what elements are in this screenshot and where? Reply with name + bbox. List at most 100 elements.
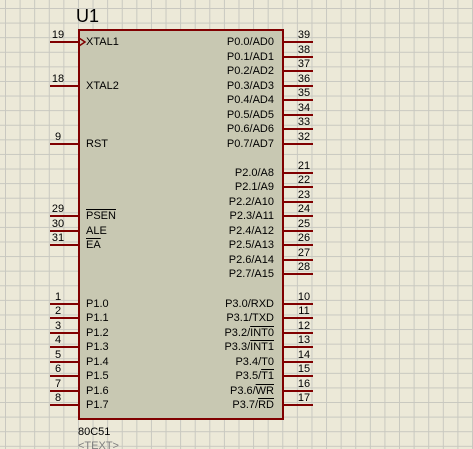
pin-5-number: 5 <box>54 349 62 361</box>
component-text-placeholder[interactable]: <TEXT> <box>78 440 119 449</box>
pin-11-number: 11 <box>298 305 310 317</box>
pin-11-line[interactable] <box>282 317 313 319</box>
component-body[interactable] <box>78 29 284 420</box>
pin-29-number: 29 <box>51 203 65 215</box>
pin-18-number: 18 <box>51 73 65 85</box>
pin-27-line[interactable] <box>282 259 313 261</box>
pin-3-line[interactable] <box>50 332 80 334</box>
pin-label-ale: ALE <box>86 225 107 237</box>
pin-4-line[interactable] <box>50 346 80 348</box>
pin-8-line[interactable] <box>50 404 80 406</box>
pin-21-number: 21 <box>297 160 311 172</box>
pin-6-line[interactable] <box>50 375 80 377</box>
pin-26-line[interactable] <box>282 244 313 246</box>
pin-label-p1-1: P1.1 <box>86 312 109 324</box>
pin-10-line[interactable] <box>282 303 313 305</box>
pin-21-line[interactable] <box>282 172 313 174</box>
component-part-name[interactable]: 80C51 <box>78 426 111 438</box>
pin-38-line[interactable] <box>282 56 313 58</box>
pin-label-xtal2: XTAL2 <box>86 80 119 92</box>
pin-label-p2-0-a8: P2.0/A8 <box>234 167 274 179</box>
pin-9-line[interactable] <box>50 143 80 145</box>
pin-2-line[interactable] <box>50 317 80 319</box>
pin-25-number: 25 <box>297 218 311 230</box>
pin-36-number: 36 <box>297 73 311 85</box>
pin-label-p3-6-wr: P3.6/WR <box>229 385 274 397</box>
pin-25-line[interactable] <box>282 230 313 232</box>
pin-label-p3-0-rxd: P3.0/RXD <box>225 298 274 310</box>
pin-35-number: 35 <box>297 87 311 99</box>
clock-input-icon <box>79 37 87 47</box>
pin-label-p0-2-ad2: P0.2/AD2 <box>226 65 274 77</box>
pin-label-p2-3-a11: P2.3/A11 <box>229 210 274 222</box>
pin-13-number: 13 <box>297 334 311 346</box>
pin-1-line[interactable] <box>50 303 80 305</box>
pin-18-line[interactable] <box>50 85 80 87</box>
pin-label-p1-5: P1.5 <box>86 370 109 382</box>
pin-39-number: 39 <box>297 29 311 41</box>
pin-label-p1-0: P1.0 <box>86 298 109 310</box>
pin-label-p1-2: P1.2 <box>86 327 109 339</box>
pin-37-line[interactable] <box>282 70 313 72</box>
pin-16-number: 16 <box>297 378 311 390</box>
pin-33-line[interactable] <box>282 128 313 130</box>
pin-24-line[interactable] <box>282 215 313 217</box>
pin-39-line[interactable] <box>282 41 313 43</box>
pin-19-line[interactable] <box>50 41 80 43</box>
pin-15-number: 15 <box>297 363 311 375</box>
pin-14-line[interactable] <box>282 361 313 363</box>
pin-label-p2-1-a9: P2.1/A9 <box>234 181 274 193</box>
pin-30-line[interactable] <box>50 230 80 232</box>
pin-12-number: 12 <box>297 320 311 332</box>
pin-7-number: 7 <box>54 378 62 390</box>
pin-36-line[interactable] <box>282 85 313 87</box>
pin-23-line[interactable] <box>282 201 313 203</box>
pin-34-number: 34 <box>297 102 311 114</box>
pin-32-number: 32 <box>297 131 311 143</box>
pin-33-number: 33 <box>297 116 311 128</box>
pin-5-line[interactable] <box>50 361 80 363</box>
pin-2-number: 2 <box>54 305 62 317</box>
pin-27-number: 27 <box>297 247 311 259</box>
pin-19-number: 19 <box>51 29 65 41</box>
pin-31-line[interactable] <box>50 244 80 246</box>
pin-label-p3-2-int0: P3.2/INT0 <box>224 327 274 339</box>
pin-label-p0-0-ad0: P0.0/AD0 <box>226 36 274 48</box>
pin-32-line[interactable] <box>282 143 313 145</box>
pin-29-line[interactable] <box>50 215 80 217</box>
pin-label-p3-4-t0: P3.4/T0 <box>235 356 274 368</box>
component-reference[interactable]: U1 <box>76 6 100 26</box>
pin-label-p2-7-a15: P2.7/A15 <box>228 268 274 280</box>
pin-label-p1-7: P1.7 <box>86 399 109 411</box>
pin-14-number: 14 <box>297 349 311 361</box>
pin-label-psen: PSEN <box>86 210 116 222</box>
pin-12-line[interactable] <box>282 332 313 334</box>
pin-13-line[interactable] <box>282 346 313 348</box>
pin-23-number: 23 <box>297 189 311 201</box>
pin-34-line[interactable] <box>282 114 313 116</box>
pin-15-line[interactable] <box>282 375 313 377</box>
pin-label-ea: EA <box>86 239 101 251</box>
pin-16-line[interactable] <box>282 390 313 392</box>
pin-30-number: 30 <box>51 218 65 230</box>
pin-22-line[interactable] <box>282 186 313 188</box>
pin-label-p2-5-a13: P2.5/A13 <box>228 239 274 251</box>
pin-35-line[interactable] <box>282 99 313 101</box>
pin-label-p0-4-ad4: P0.4/AD4 <box>226 94 274 106</box>
pin-28-number: 28 <box>297 261 311 273</box>
pin-24-number: 24 <box>297 203 311 215</box>
pin-label-p0-1-ad1: P0.1/AD1 <box>226 51 274 63</box>
pin-17-number: 17 <box>297 392 311 404</box>
pin-28-line[interactable] <box>282 273 313 275</box>
pin-17-line[interactable] <box>282 404 313 406</box>
pin-7-line[interactable] <box>50 390 80 392</box>
pin-label-p1-4: P1.4 <box>86 356 109 368</box>
pin-label-p0-7-ad7: P0.7/AD7 <box>226 138 274 150</box>
pin-9-number: 9 <box>54 131 62 143</box>
pin-37-number: 37 <box>297 58 311 70</box>
pin-26-number: 26 <box>297 232 311 244</box>
pin-label-p1-6: P1.6 <box>86 385 109 397</box>
pin-label-p3-5-t1: P3.5/T1 <box>235 370 274 382</box>
pin-label-rst: RST <box>86 138 108 150</box>
